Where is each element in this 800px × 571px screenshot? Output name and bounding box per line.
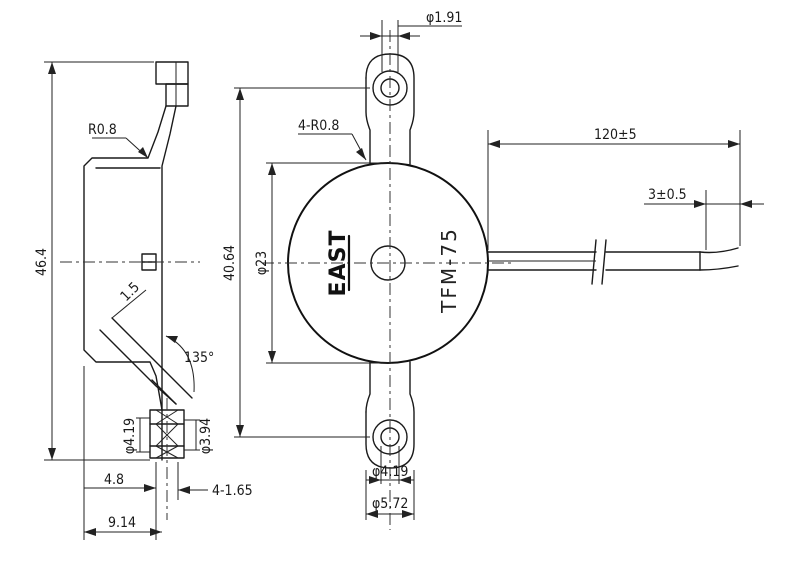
top-strap-right [365, 53, 415, 165]
dim-side-width: 4.8 [104, 472, 124, 488]
side-top-lug [155, 61, 189, 85]
dim-body-dia: φ23 [254, 251, 270, 275]
top-strap-left [365, 77, 371, 165]
dim-side-depth: 9.14 [108, 515, 136, 531]
dim-bend-length: 1.5 [118, 279, 143, 304]
dim-mount-span: 40.64 [222, 245, 238, 281]
dim-pad-dia: φ5.72 [372, 496, 408, 512]
dim-side-thickness: 4-1.65 [212, 483, 253, 499]
dim-corner-radius: 4-R0.8 [298, 118, 339, 134]
dim-overall-height: 46.4 [34, 248, 50, 276]
front-view: EAST TFM-75 φ1.91 4-R0.8 120±5 [222, 10, 764, 530]
dim-side-bend-radius: R0.8 [88, 122, 117, 138]
side-body-outline [83, 105, 167, 461]
dim-bend-angle: 135° [184, 350, 214, 366]
bottom-strap-right [365, 361, 415, 469]
dim-lead-length: 120±5 [594, 127, 637, 143]
model-label: TFM-75 [437, 227, 461, 314]
side-view: 46.4 R0.8 1.5 135° φ4.19 φ3.94 4.8 4-1.6 [34, 61, 253, 540]
dim-side-hole-dia: φ4.19 [122, 418, 138, 454]
side-body-inner [161, 105, 177, 411]
dim-top-hole-dia: φ1.91 [426, 10, 462, 26]
dim-side-pin-dia: φ3.94 [198, 418, 214, 454]
bottom-strap-left [365, 361, 371, 413]
brand-label: EAST [326, 230, 351, 297]
dim-strip-length: 3±0.5 [648, 187, 687, 203]
dim-front-hole-dia: φ4.19 [372, 464, 408, 480]
side-top-lug-lower [165, 83, 189, 107]
